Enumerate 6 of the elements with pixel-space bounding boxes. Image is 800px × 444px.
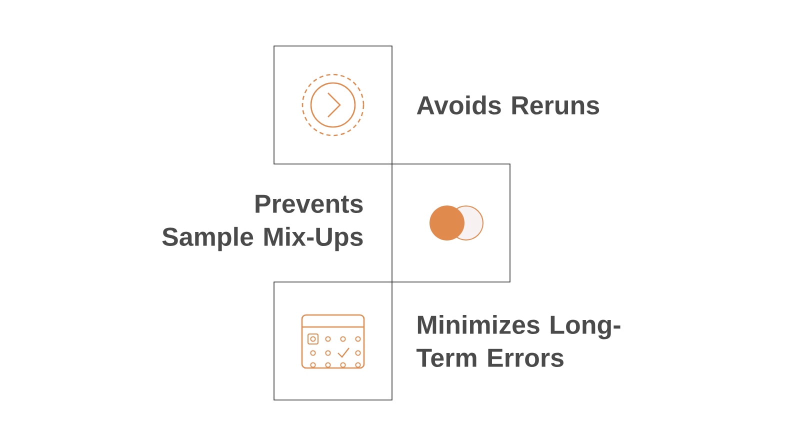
caption-text: Minimizes Long-Term Errors (416, 314, 620, 368)
caption-text: Avoids Reruns (416, 95, 600, 115)
icon-box (274, 46, 392, 164)
caption-text: Prevents Sample Mix-Ups (162, 194, 363, 252)
icon-box (392, 164, 510, 282)
icon-box (274, 282, 392, 400)
